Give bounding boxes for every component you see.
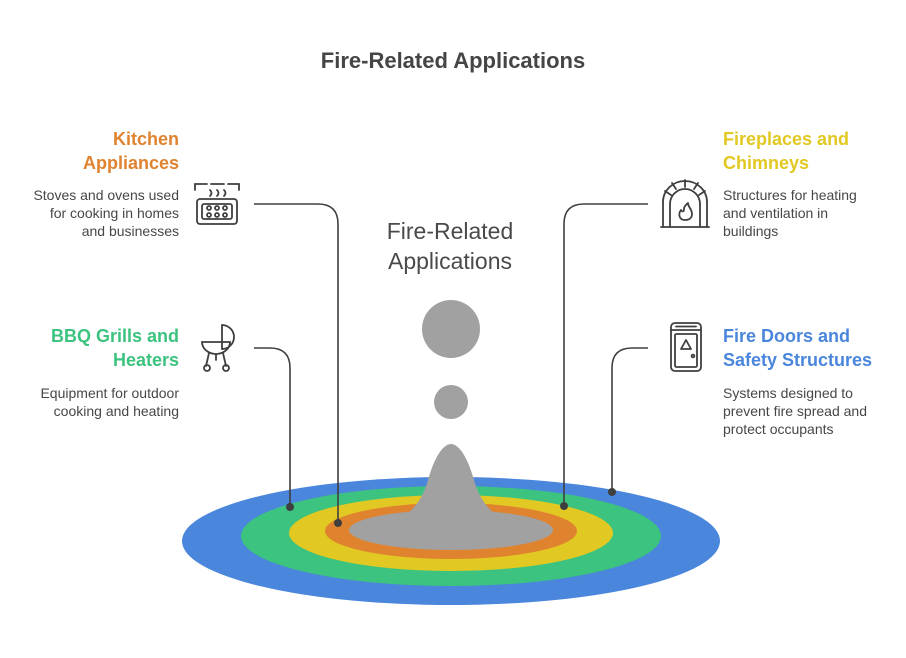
fire-door-icon	[670, 322, 702, 372]
grill-icon	[201, 324, 235, 372]
splash-peak	[347, 444, 555, 530]
connector-dot-kitchen	[334, 519, 342, 527]
stove-icon	[194, 183, 240, 225]
item-desc-kitchen: Stoves and ovens used for cooking in hom…	[33, 187, 179, 239]
center-label-line: Applications	[387, 248, 513, 274]
item-desc-firedoor: Systems designed to prevent fire spread …	[723, 385, 867, 437]
item-title-fireplace: Fireplaces and Chimneys	[723, 129, 850, 173]
fireplace-icon	[660, 179, 710, 228]
connector-dot-fireplace	[560, 502, 568, 510]
connector-dot-bbq	[286, 503, 294, 511]
center-label: Fire-Related Applications	[340, 216, 560, 276]
item-desc-fireplace: Structures for heating and ventilation i…	[723, 187, 857, 239]
droplet-small	[434, 385, 468, 419]
item-desc-bbq: Equipment for outdoor cooking and heatin…	[40, 385, 179, 419]
connector-bbq	[254, 347, 291, 507]
connector-fireplace	[563, 203, 648, 506]
item-title-bbq: BBQ Grills and Heaters	[50, 326, 179, 370]
item-title-firedoor: Fire Doors and Safety Structures	[723, 326, 873, 370]
item-title-kitchen: Kitchen Appliances	[82, 129, 179, 173]
connector-kitchen	[254, 203, 339, 523]
center-label-line: Fire-Related	[386, 218, 514, 244]
connector-firedoor	[611, 347, 648, 492]
diagram-title: Fire-Related Applications	[320, 48, 586, 73]
droplet-large	[422, 300, 480, 358]
connector-dot-firedoor	[608, 488, 616, 496]
